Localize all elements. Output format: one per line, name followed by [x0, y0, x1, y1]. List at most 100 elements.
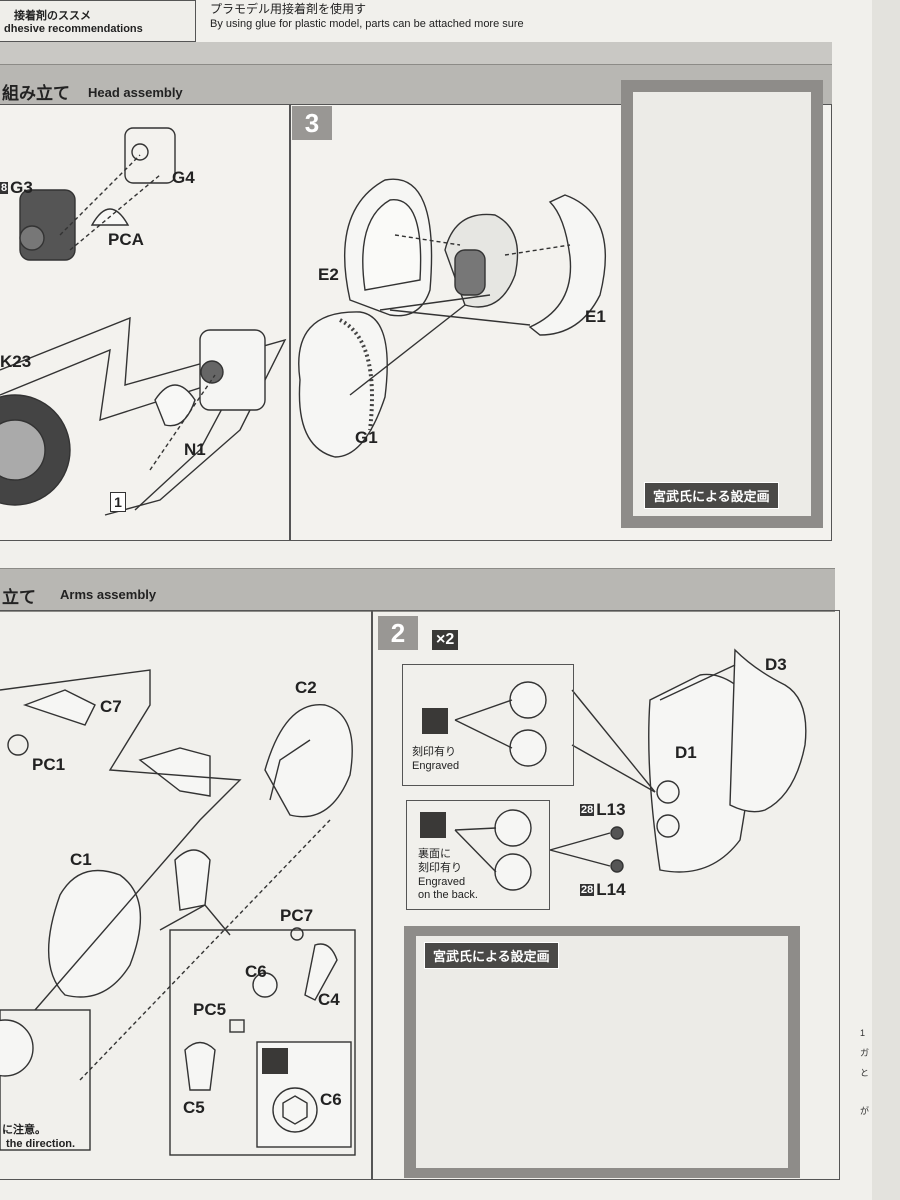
part-label-n1: N1 — [184, 440, 206, 459]
adhesive-header: 接着剤のススメ dhesive recommendations — [0, 0, 196, 42]
caution-jp: に注意。 — [2, 1124, 46, 1136]
head-base-eye-shape — [200, 360, 224, 384]
c2-inner-shape — [269, 739, 311, 801]
assembly-line-8 — [349, 304, 466, 396]
glue-icon — [422, 708, 448, 734]
arms-assembly-band: 立て Arms assembly — [0, 568, 835, 612]
step-3-number: 3 — [292, 106, 332, 140]
g4-ring-shape — [131, 143, 149, 161]
c6-detail-ring-shape — [272, 1087, 318, 1133]
part-label-e1: E1 — [585, 307, 606, 326]
step-2-number: 2 — [378, 616, 418, 650]
caution-box-shape — [0, 1009, 91, 1151]
glue-icon — [420, 812, 446, 838]
part-label-d1: D1 — [675, 743, 697, 762]
pc7-part-shape — [290, 927, 304, 941]
part-label-c1: C1 — [70, 850, 92, 869]
part-label-c4: C4 — [318, 990, 340, 1009]
e1-part-shape — [528, 194, 607, 336]
part-label-k23: K23 — [0, 352, 32, 371]
adhesive-note-en: By using glue for plastic model, parts c… — [210, 18, 524, 30]
adhesive-title-jp: 接着剤のススメ — [14, 10, 91, 22]
part-label-g3-text: G3 — [10, 178, 33, 197]
part-label-pc7: PC7 — [280, 906, 314, 925]
glue-icon — [262, 1048, 288, 1074]
part-label-c2: C2 — [295, 678, 317, 697]
back-note-en-1: Engraved — [418, 876, 466, 888]
assembly-line-6 — [379, 294, 491, 311]
edge-text-3: と — [860, 1068, 870, 1078]
assembly-line-2 — [69, 174, 161, 251]
arms-step-left-panel — [0, 610, 372, 1180]
part-label-g1: G1 — [355, 428, 378, 447]
edge-text-4: が — [860, 1106, 870, 1116]
arms-step-2-panel — [372, 610, 840, 1180]
engraved-callout — [402, 664, 574, 786]
back-engraved-callout — [406, 800, 550, 910]
n1-part-shape — [154, 384, 196, 427]
callout-line-5 — [571, 744, 656, 793]
head-assembly-title-jp: 組み立て — [2, 84, 70, 103]
part-number-badge: 8 — [0, 182, 9, 194]
back-note-jp-1: 裏面に — [418, 848, 451, 860]
caution-part-shape — [0, 1019, 34, 1077]
step-1-reference: 1 — [110, 492, 126, 512]
assembly-line-1 — [59, 154, 141, 236]
g1-teeth-shape — [339, 318, 374, 431]
head-assembly-title-en: Head assembly — [88, 85, 183, 100]
part-label-c6-detail: C6 — [320, 1090, 342, 1109]
adhesive-note: プラモデル用接着剤を使用す By using glue for plastic … — [196, 0, 872, 42]
head-sketch-label: 宮武氏による設定画 — [644, 482, 779, 509]
callout-line-3 — [454, 827, 497, 831]
multiplier-badge: ×2 — [432, 630, 459, 650]
part-number-badge: 28 — [580, 884, 595, 896]
callout-line-2 — [454, 719, 513, 749]
back-note-jp-2: 刻印有り — [418, 862, 462, 874]
zigzag-guide-shape — [0, 316, 287, 516]
part-label-c6: C6 — [245, 962, 267, 981]
c2-part-shape — [264, 704, 353, 818]
l14-part-shape — [610, 859, 624, 873]
l13-part-shape — [610, 826, 624, 840]
back-d-detail-shape — [494, 853, 532, 891]
pc5-part-shape — [229, 1019, 245, 1033]
part-label-pca: PCA — [108, 230, 144, 249]
part-label-l14-text: L14 — [596, 880, 626, 899]
arm-socket-shape — [174, 849, 211, 911]
arm-sketch-area — [416, 936, 788, 1168]
part-label-c5: C5 — [183, 1098, 205, 1117]
head-base-shape — [199, 329, 266, 411]
part-number-badge: 28 — [580, 804, 595, 816]
back-note-en-2: on the back. — [418, 889, 478, 901]
g1-part-shape — [298, 311, 388, 458]
g4-part-shape — [124, 127, 176, 184]
subassembly-outline-shape — [159, 904, 231, 936]
assembly-line-10 — [659, 664, 736, 701]
subassembly-box-shape — [169, 929, 356, 1156]
g3-eye-shape — [19, 225, 45, 251]
part-label-pc1: PC1 — [32, 755, 66, 774]
arm-joint-shape — [138, 747, 211, 797]
part-label-e2: E2 — [318, 265, 339, 284]
pc1-part-shape — [7, 734, 29, 756]
callout-line-4 — [454, 829, 497, 873]
c1-part-shape — [47, 869, 142, 998]
part-label-pc5: PC5 — [193, 1000, 227, 1019]
part-label-g4: G4 — [172, 168, 195, 187]
engraved-note-jp: 刻印有り — [412, 746, 456, 758]
head-core-face-shape — [454, 249, 486, 296]
head-sketch-area — [633, 92, 811, 516]
part-label-l13-text: L13 — [596, 800, 626, 819]
d1-socket-d-shape — [656, 814, 680, 838]
edge-text-2: ガ — [860, 1048, 870, 1058]
assembly-line-7 — [389, 309, 531, 326]
c4-part-shape — [304, 943, 338, 1001]
callout-line-1 — [454, 699, 513, 721]
edge-text-1: 1 — [860, 1028, 866, 1038]
part-label-c7: C7 — [100, 697, 122, 716]
page-edge — [872, 0, 900, 1200]
